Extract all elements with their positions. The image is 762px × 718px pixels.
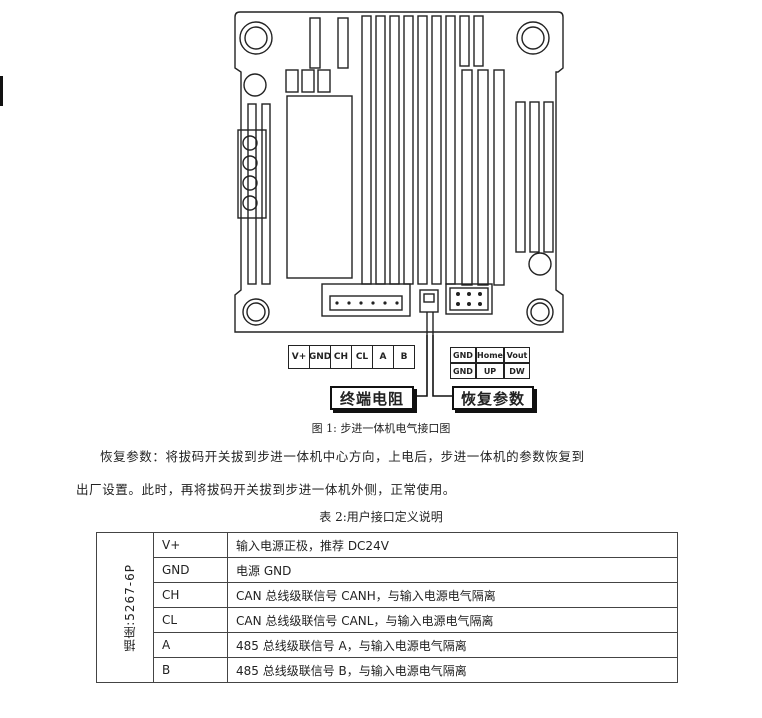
table-cell-pin: CL [153, 607, 228, 633]
table-cell-pin: CH [153, 582, 228, 608]
interface-definition-table: 插座:5267-6P V+ 输入电源正极，推荐 DC24V GND 电源 GND… [96, 532, 678, 683]
table-cell-desc: 电源 GND [227, 557, 678, 583]
callout-restore-params: 恢复参数 [452, 386, 534, 410]
table-row: CL CAN 总线级联信号 CANL，与输入电源电气隔离 [97, 607, 678, 633]
header-pin-dw: DW [504, 363, 530, 379]
header-pin-up: UP [476, 363, 504, 379]
table-cell-desc: CAN 总线级联信号 CANL，与输入电源电气隔离 [227, 607, 678, 633]
table-cell-desc: CAN 总线级联信号 CANH，与输入电源电气隔离 [227, 582, 678, 608]
table-row: 插座:5267-6P V+ 输入电源正极，推荐 DC24V [96, 532, 678, 683]
header-pin-gnd-bottom: GND [450, 363, 476, 379]
figure-caption: 图 1: 步进一体机电气接口图 [311, 422, 451, 435]
socket-label: 插座:5267-6P [122, 563, 137, 652]
page-edge-marker [0, 76, 3, 106]
table-cell-pin: GND [153, 557, 228, 583]
table-row: B 485 总线级联信号 B，与输入电源电气隔离 [97, 657, 678, 683]
restore-paragraph-line2: 出厂设置。此时，再将拔码开关拔到步进一体机外侧，正常使用。 [76, 482, 456, 497]
table-row: A 485 总线级联信号 A，与输入电源电气隔离 [97, 632, 678, 658]
table-row: GND 电源 GND [97, 557, 678, 583]
callout-termination-resistor: 终端电阻 [330, 386, 414, 410]
pin-label-b: B [393, 345, 415, 369]
header-pin-vout: Vout [504, 347, 530, 363]
table-row: CH CAN 总线级联信号 CANH，与输入电源电气隔离 [97, 582, 678, 608]
table-cell-desc: 485 总线级联信号 B，与输入电源电气隔离 [227, 657, 678, 683]
table-caption: 表 2:用户接口定义说明 [319, 510, 443, 524]
socket-label-cell: 插座:5267-6P [96, 532, 154, 683]
device-drawing [234, 11, 564, 335]
restore-paragraph-line1: 恢复参数：将拔码开关拔到步进一体机中心方向，上电后，步进一体机的参数恢复到 [100, 449, 585, 464]
table-cell-pin: B [153, 657, 228, 683]
table-cell-desc: 输入电源正极，推荐 DC24V [227, 532, 678, 558]
header-pin-home: Home [476, 347, 504, 363]
callout-leader-lines [410, 335, 452, 397]
header-pin-gnd-top: GND [450, 347, 476, 363]
table-cell-desc: 485 总线级联信号 A，与输入电源电气隔离 [227, 632, 678, 658]
table-cell-pin: V+ [153, 532, 228, 558]
table-cell-pin: A [153, 632, 228, 658]
